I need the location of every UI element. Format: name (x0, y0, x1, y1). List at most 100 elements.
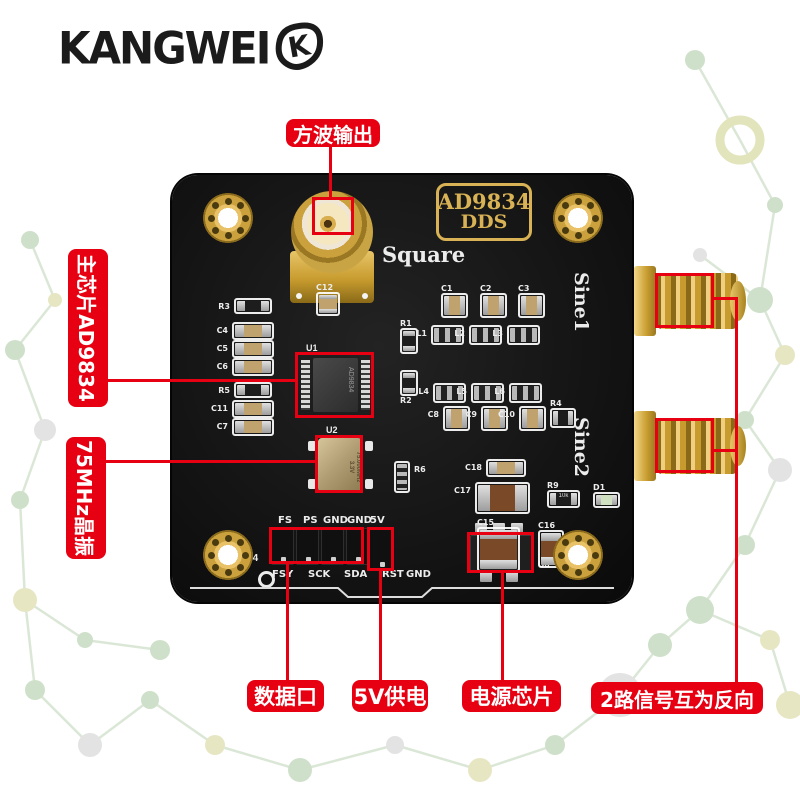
pattern-node (11, 491, 29, 509)
component-body (489, 462, 523, 474)
hole-via (241, 551, 249, 559)
component-ref-label: L4 (418, 387, 429, 396)
pin-label-top: FS (278, 515, 293, 526)
component-part (243, 361, 263, 373)
callout-line-main-chip (106, 379, 296, 382)
hole-via (574, 197, 582, 205)
pattern-edge (84, 638, 161, 652)
component-part (243, 325, 263, 337)
component-body (403, 331, 415, 351)
component-body (436, 386, 463, 400)
component-c5: C5 (217, 340, 274, 358)
component-ref-label: C16 (538, 521, 556, 530)
hole-via (236, 563, 244, 571)
component-part (262, 403, 271, 415)
component-ref-label: C18 (464, 463, 482, 472)
pin-label-bottom: FSY (272, 569, 294, 580)
component-part (261, 385, 269, 395)
hole-via (557, 214, 565, 222)
pattern-node (736, 411, 754, 429)
pin-label-top: 5V (370, 515, 385, 526)
sine1-connector-flange (634, 266, 656, 336)
component-part (319, 299, 337, 309)
silkscreen-circle-marker (258, 571, 275, 588)
hole-via (591, 214, 599, 222)
component-body (510, 328, 537, 342)
pattern-node (776, 691, 800, 719)
component-ref-label: C6 (216, 362, 228, 371)
component-r1: R1 (400, 319, 418, 354)
silkscreen-border (190, 587, 614, 598)
kangwei-logo: KANGWEI K (58, 20, 325, 77)
board-title-ad9834: AD9834 (437, 189, 531, 214)
pattern-edge (299, 743, 396, 772)
annotation-inverted-signals: 2路信号互为反向 (591, 682, 763, 714)
highlight-box-sine1 (655, 273, 714, 328)
pattern-edge (14, 299, 56, 351)
callout-line-square-out (329, 146, 332, 197)
sine2-sma-connector (656, 418, 746, 474)
hole-via (586, 563, 594, 571)
component-ref-label: R9 (547, 481, 559, 490)
component-body (403, 373, 415, 393)
callout-line-crystal (103, 460, 316, 463)
callout-line-sine1 (712, 297, 738, 300)
component-part (459, 296, 465, 315)
component-c18: C18 (465, 459, 526, 477)
component-part (403, 388, 415, 393)
pattern-node (693, 248, 707, 262)
highlight-box-crystal (315, 435, 363, 493)
hole-via (586, 202, 594, 210)
hole-via (224, 568, 232, 576)
component-part (319, 308, 337, 313)
component-part (243, 421, 263, 433)
component-body (319, 295, 337, 313)
pattern-edge (214, 743, 301, 772)
component-c17: C17 (454, 482, 530, 514)
component-ref-label: R2 (400, 396, 412, 405)
component-ref-label: L3 (492, 329, 503, 338)
silkscreen-dot (362, 293, 368, 299)
component-part (237, 385, 245, 395)
square-output-label: Square (382, 242, 466, 267)
component-part (403, 335, 415, 347)
component-ref-label: L1 (416, 329, 427, 338)
highlight-box-square-connector (312, 197, 354, 235)
sine2-label: Sine2 (570, 416, 593, 478)
component-part (235, 361, 244, 373)
component-ref-label: R6 (414, 465, 426, 474)
pattern-node (468, 758, 492, 782)
component-part (489, 485, 516, 511)
pattern-node (77, 632, 93, 648)
component-part (498, 296, 504, 315)
hole-via (562, 539, 570, 547)
u2-crystal-oscillator (318, 438, 362, 492)
annotation-data-port: 数据口 (247, 680, 324, 712)
annotation-5v-power: 5V供电 (352, 680, 428, 712)
component-c12: C12 (316, 283, 340, 316)
mounting-hole (203, 193, 253, 243)
pin (305, 557, 311, 562)
hole-via (557, 551, 565, 559)
component-ref-label: R5 (218, 386, 230, 395)
logo-wordmark: KANGWEI (58, 22, 271, 75)
component-part (601, 495, 612, 505)
pattern-node (386, 736, 404, 754)
component-part (550, 493, 557, 505)
hole-via (212, 226, 220, 234)
u1-pins-left (301, 360, 310, 410)
component-part (403, 377, 415, 389)
component-part (514, 462, 523, 474)
annotation-crystal: 75MHz晶振 (66, 437, 106, 559)
component-l2: L2 (454, 325, 502, 345)
pin-label-top: GND (347, 515, 372, 526)
pattern-edge (89, 699, 151, 746)
crystal-pad (365, 441, 373, 451)
callout-line-power-chip (501, 571, 504, 682)
component-c1: C1 (441, 284, 468, 318)
component-c9: C9 (466, 406, 508, 431)
component-part (521, 296, 527, 315)
pattern-node (5, 340, 25, 360)
pin-label-bottom: GND (406, 569, 431, 580)
